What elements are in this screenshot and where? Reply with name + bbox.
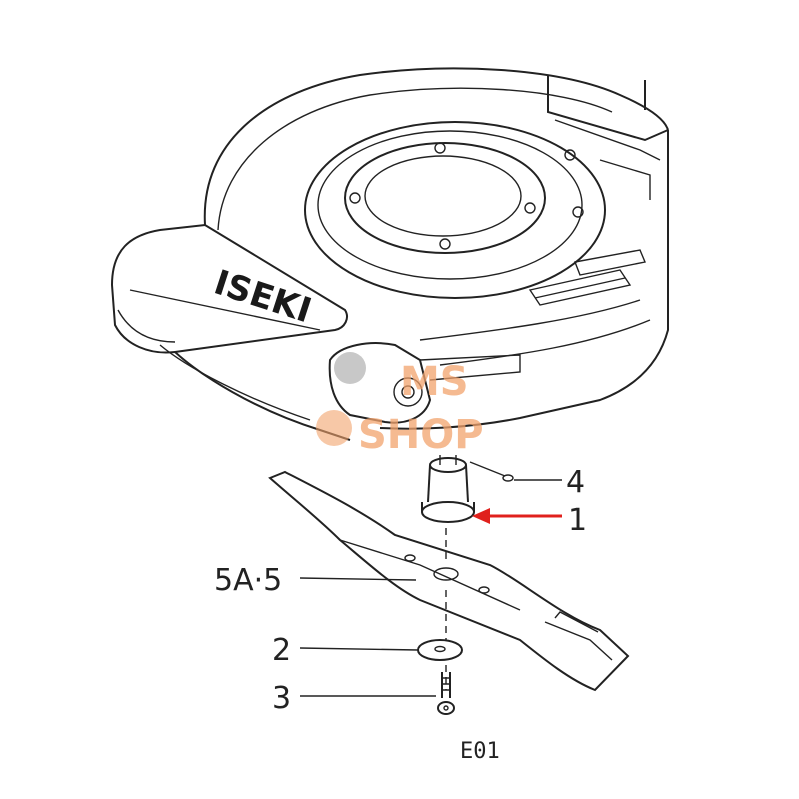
brand-lettering: ISEKI <box>209 263 316 332</box>
callout-2: 2 <box>272 633 291 668</box>
figure-code: E01 <box>460 739 500 764</box>
part-4-key <box>469 461 514 482</box>
watermark: MS SHOP <box>316 352 484 458</box>
callout-1: 1 <box>568 503 587 538</box>
highlight-arrow <box>472 508 562 524</box>
part-5-blade <box>268 470 630 692</box>
callout-5a-5: 5A·5 <box>214 563 282 598</box>
watermark-line-1: MS <box>400 359 469 405</box>
callout-4: 4 <box>566 465 585 500</box>
leader-5 <box>299 577 417 581</box>
part-3-bolt <box>437 672 455 715</box>
mower-deck <box>110 67 669 441</box>
part-1-blade-adapter <box>421 455 475 523</box>
watermark-line-2: SHOP <box>358 412 484 458</box>
callout-3: 3 <box>272 681 291 716</box>
leader-2 <box>299 647 419 651</box>
part-2-washer <box>417 639 463 661</box>
